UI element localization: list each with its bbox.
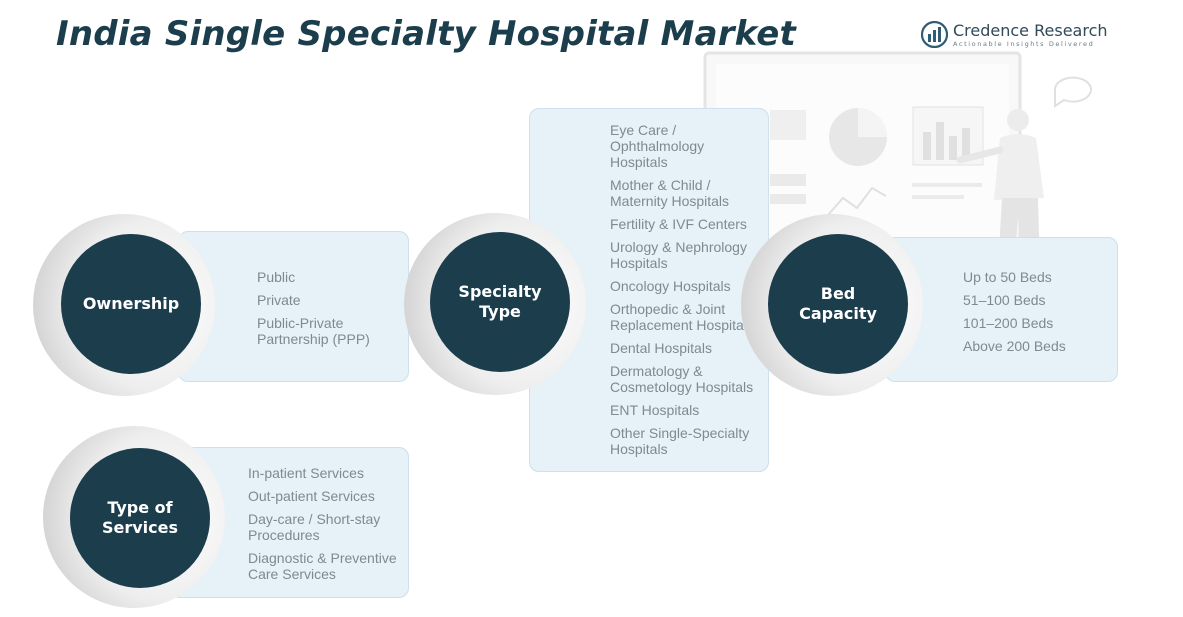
brand-logo-block: Credence Research Actionable Insights De… — [921, 19, 1121, 53]
list-item: Fertility & IVF Centers — [610, 216, 747, 232]
list-item: Up to 50 Beds — [963, 269, 1052, 285]
list-item: In-patient Services — [248, 465, 364, 481]
specialty-list: Eye Care / Ophthalmology Hospitals Mothe… — [610, 122, 765, 464]
brand-tagline: Actionable Insights Delivered — [953, 40, 1095, 48]
services-list: In-patient Services Out-patient Services… — [248, 465, 408, 589]
brand-chart-icon — [921, 21, 948, 48]
ownership-label: Ownership — [82, 294, 180, 313]
specialty-label-line2: Type — [479, 302, 521, 321]
bed-capacity-label-line1: Bed — [820, 284, 856, 303]
list-item: Above 200 Beds — [963, 338, 1066, 354]
list-item: Public-Private Partnership (PPP) — [257, 315, 370, 347]
list-item: Orthopedic & Joint Replacement Hospitals — [610, 301, 754, 333]
list-item: Diagnostic & Preventive Care Services — [248, 550, 397, 582]
list-item: Out-patient Services — [248, 488, 375, 504]
services-label-line2: Services — [101, 518, 179, 537]
list-item: Dermatology & Cosmetology Hospitals — [610, 363, 754, 395]
list-item: Mother & Child / Maternity Hospitals — [610, 177, 730, 209]
list-item: Oncology Hospitals — [610, 278, 731, 294]
bed-capacity-label-line2: Capacity — [799, 304, 877, 323]
bed-capacity-node: Bed Capacity — [768, 234, 908, 374]
list-item: Eye Care / Ophthalmology Hospitals — [610, 122, 705, 170]
services-node: Type of Services — [70, 448, 210, 588]
list-item: 51–100 Beds — [963, 292, 1046, 308]
ownership-list: Public Private Public-Private Partnershi… — [257, 269, 402, 354]
list-item: ENT Hospitals — [610, 402, 700, 418]
specialty-node: Specialty Type — [430, 232, 570, 372]
list-item: Urology & Nephrology Hospitals — [610, 239, 747, 271]
list-item: Private — [257, 292, 301, 308]
bed-capacity-list: Up to 50 Beds 51–100 Beds 101–200 Beds A… — [963, 269, 1113, 361]
services-label-line1: Type of — [107, 498, 173, 517]
list-item: Public — [257, 269, 296, 285]
list-item: 101–200 Beds — [963, 315, 1054, 331]
specialty-label-line1: Specialty — [458, 282, 542, 301]
list-item: Day-care / Short-stay Procedures — [248, 511, 381, 543]
bed-capacity-list-box: Up to 50 Beds 51–100 Beds 101–200 Beds A… — [885, 237, 1118, 382]
brand-name: Credence Research — [953, 21, 1108, 40]
page-title: India Single Specialty Hospital Market — [56, 14, 796, 54]
list-item: Other Single-Specialty Hospitals — [610, 425, 750, 457]
list-item: Dental Hospitals — [610, 340, 712, 356]
ownership-list-box: Public Private Public-Private Partnershi… — [178, 231, 409, 382]
ownership-node: Ownership — [61, 234, 201, 374]
